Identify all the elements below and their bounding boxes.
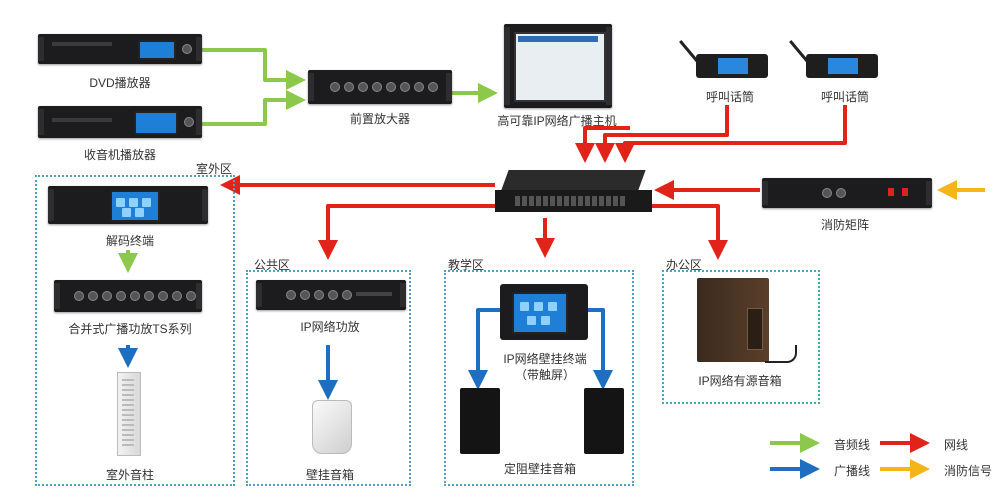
fixed-speaker-left [460,388,500,454]
ip-amp-label: IP网络功放 [300,320,360,334]
zone-teaching [444,270,634,486]
net-line-office [652,204,728,260]
active-speaker-device [697,278,769,362]
wall-terminal-device [500,284,588,340]
wall-speaker-label: 壁挂音箱 [305,468,355,482]
audio-line-dvd [202,48,306,90]
wall-speaker-device [312,400,352,454]
radio-player-device [38,106,202,138]
network-switch-device [495,170,652,212]
legend-audio-label: 音频线 [834,438,871,452]
legend-broadcast-label: 广播线 [834,464,871,478]
power-cord-icon [765,345,797,363]
net-line-mic2 [615,105,847,163]
fixed-speakers-label: 定阻壁挂音箱 [503,462,577,476]
host-label: 高可靠IP网络广播主机 [497,114,617,128]
mic1-label: 呼叫话筒 [705,90,755,104]
ts-amp-device [54,280,202,312]
broadcast-host-device [504,24,612,108]
net-line-host [575,126,630,163]
fire-matrix-label: 消防矩阵 [820,218,870,232]
zone-teaching-label: 教学区 [448,258,485,272]
call-mic-1 [679,34,768,78]
fire-matrix-device [762,178,932,208]
zone-office-label: 办公区 [666,258,703,272]
dvd-label: DVD播放器 [89,76,151,90]
zone-public-label: 公共区 [254,258,291,272]
column-speaker-label: 室外音柱 [105,468,155,482]
audio-line-radio [202,90,306,126]
legend-fire-label: 消防信号 [944,464,993,478]
zone-outdoor-label: 室外区 [196,162,233,176]
active-speaker-label: IP网络有源音箱 [698,374,782,388]
zone-public [246,270,411,486]
fixed-speaker-right [584,388,624,454]
column-speaker-device [117,372,141,456]
preamp-label: 前置放大器 [349,112,411,126]
wall-terminal-label-1: IP网络壁挂终端 [503,352,587,366]
mic2-label: 呼叫话筒 [820,90,870,104]
preamp-device [308,70,452,104]
ts-amp-label: 合并式广播功放TS系列 [68,322,192,336]
net-line-mic1 [595,105,729,163]
decoder-label: 解码终端 [105,234,155,248]
radio-label: 收音机播放器 [83,148,157,162]
wall-terminal-label-2: （带触屏） [514,368,576,382]
zone-outdoor [35,175,235,486]
dvd-player-device [38,34,202,64]
legend-network-label: 网线 [944,438,969,452]
zone-office [662,270,820,404]
call-mic-2 [789,34,878,78]
decoder-device [48,186,208,224]
net-line-public [318,204,495,260]
ip-amp-device [256,280,406,310]
